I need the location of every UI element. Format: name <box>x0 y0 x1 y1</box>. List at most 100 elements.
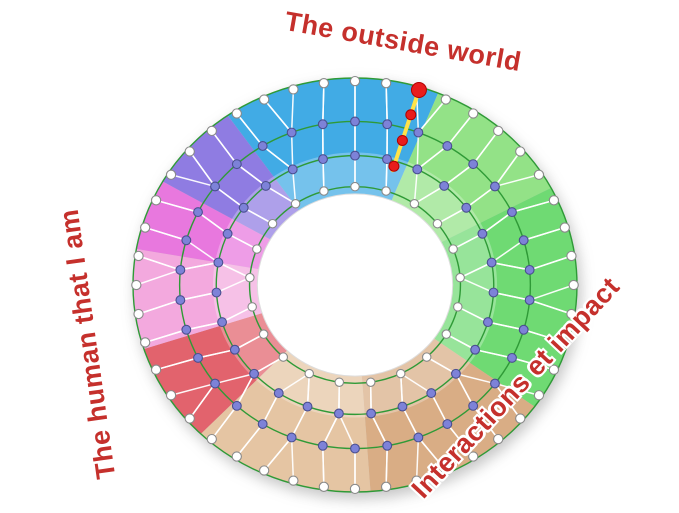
selected-node[interactable] <box>396 134 408 146</box>
sector-red[interactable] <box>143 313 288 434</box>
highlight-spoke[interactable] <box>390 88 421 173</box>
graph-node[interactable] <box>229 344 240 355</box>
graph-node[interactable] <box>381 186 391 196</box>
graph-node[interactable] <box>566 308 577 320</box>
graph-node[interactable] <box>548 364 560 375</box>
graph-node[interactable] <box>470 344 481 355</box>
graph-node[interactable] <box>259 94 270 105</box>
graph-node[interactable] <box>397 401 408 412</box>
graph-node[interactable] <box>334 377 345 387</box>
graph-node[interactable] <box>273 388 284 399</box>
graph-node[interactable] <box>411 475 422 486</box>
graph-node[interactable] <box>349 483 361 495</box>
graph-node[interactable] <box>350 443 360 454</box>
graph-node[interactable] <box>267 218 278 229</box>
graph-node[interactable] <box>245 272 255 283</box>
sector-tan-light[interactable] <box>200 350 371 492</box>
graph-node[interactable] <box>184 146 195 157</box>
graph-node[interactable] <box>413 127 424 138</box>
graph-node[interactable] <box>211 287 222 298</box>
graph-node[interactable] <box>412 164 423 175</box>
graph-node[interactable] <box>382 440 393 451</box>
graph-node[interactable] <box>382 154 392 165</box>
graph-node[interactable] <box>231 451 242 462</box>
graph-node[interactable] <box>493 433 504 445</box>
graph-node[interactable] <box>442 419 453 429</box>
graph-node[interactable] <box>317 440 328 451</box>
graph-node[interactable] <box>210 181 220 192</box>
graph-node[interactable] <box>382 119 393 130</box>
graph-node[interactable] <box>318 481 330 492</box>
graph-node[interactable] <box>515 413 526 424</box>
graph-node[interactable] <box>260 180 271 191</box>
graph-node[interactable] <box>286 432 297 443</box>
graph-node[interactable] <box>318 78 330 89</box>
graph-node[interactable] <box>432 218 443 229</box>
graph-node[interactable] <box>259 465 270 476</box>
selected-node[interactable] <box>388 160 400 172</box>
graph-node[interactable] <box>319 186 329 196</box>
graph-node[interactable] <box>507 207 517 218</box>
graph-node[interactable] <box>175 295 186 306</box>
graph-node[interactable] <box>448 244 458 254</box>
graph-node[interactable] <box>140 222 151 233</box>
graph-node[interactable] <box>247 302 257 312</box>
graph-node[interactable] <box>350 181 360 192</box>
graph-node[interactable] <box>441 329 452 339</box>
graph-node[interactable] <box>287 164 298 175</box>
graph-node[interactable] <box>213 257 224 268</box>
graph-node[interactable] <box>468 108 479 119</box>
graph-node[interactable] <box>333 408 344 419</box>
graph-node[interactable] <box>518 235 529 246</box>
graph-node[interactable] <box>252 244 262 254</box>
graph-node[interactable] <box>468 159 479 170</box>
graph-node[interactable] <box>150 195 162 206</box>
graph-node[interactable] <box>450 368 461 379</box>
graph-node[interactable] <box>258 329 269 339</box>
graph-node[interactable] <box>318 154 328 165</box>
graph-node[interactable] <box>231 400 242 411</box>
graph-node[interactable] <box>440 94 451 105</box>
graph-node[interactable] <box>490 181 500 192</box>
graph-node[interactable] <box>413 432 424 443</box>
graph-node[interactable] <box>150 364 162 375</box>
graph-node[interactable] <box>493 125 504 137</box>
sector-green[interactable] <box>434 187 577 407</box>
graph-node[interactable] <box>486 257 497 268</box>
graph-node[interactable] <box>421 352 432 362</box>
graph-node[interactable] <box>559 222 570 233</box>
graph-node[interactable] <box>380 78 392 89</box>
graph-node[interactable] <box>533 390 545 401</box>
graph-node[interactable] <box>181 235 192 246</box>
graph-node[interactable] <box>426 388 437 399</box>
graph-node[interactable] <box>290 199 301 209</box>
graph-node[interactable] <box>181 324 192 335</box>
graph-node[interactable] <box>193 352 203 363</box>
graph-node[interactable] <box>396 368 406 379</box>
graph-node[interactable] <box>165 390 177 401</box>
graph-node[interactable] <box>278 352 289 362</box>
graph-node[interactable] <box>461 202 472 213</box>
graph-node[interactable] <box>133 308 144 320</box>
graph-node[interactable] <box>468 451 479 462</box>
graph-node[interactable] <box>518 324 529 335</box>
graph-node[interactable] <box>490 378 500 389</box>
graph-node[interactable] <box>257 419 268 429</box>
sector-purple[interactable] <box>162 115 299 240</box>
graph-node[interactable] <box>222 228 233 239</box>
sector-blue[interactable] <box>227 77 439 211</box>
graph-node[interactable] <box>548 195 560 206</box>
graph-node[interactable] <box>380 481 392 492</box>
graph-node[interactable] <box>249 368 260 379</box>
selected-node[interactable] <box>405 109 417 121</box>
graph-node[interactable] <box>365 377 376 387</box>
graph-node[interactable] <box>317 119 328 130</box>
graph-node[interactable] <box>507 352 517 363</box>
graph-node[interactable] <box>193 207 203 218</box>
graph-node[interactable] <box>165 169 177 180</box>
graph-node[interactable] <box>488 287 499 298</box>
graph-node[interactable] <box>455 272 465 283</box>
graph-node[interactable] <box>175 264 186 275</box>
graph-node[interactable] <box>568 279 579 291</box>
graph-node[interactable] <box>515 146 526 157</box>
